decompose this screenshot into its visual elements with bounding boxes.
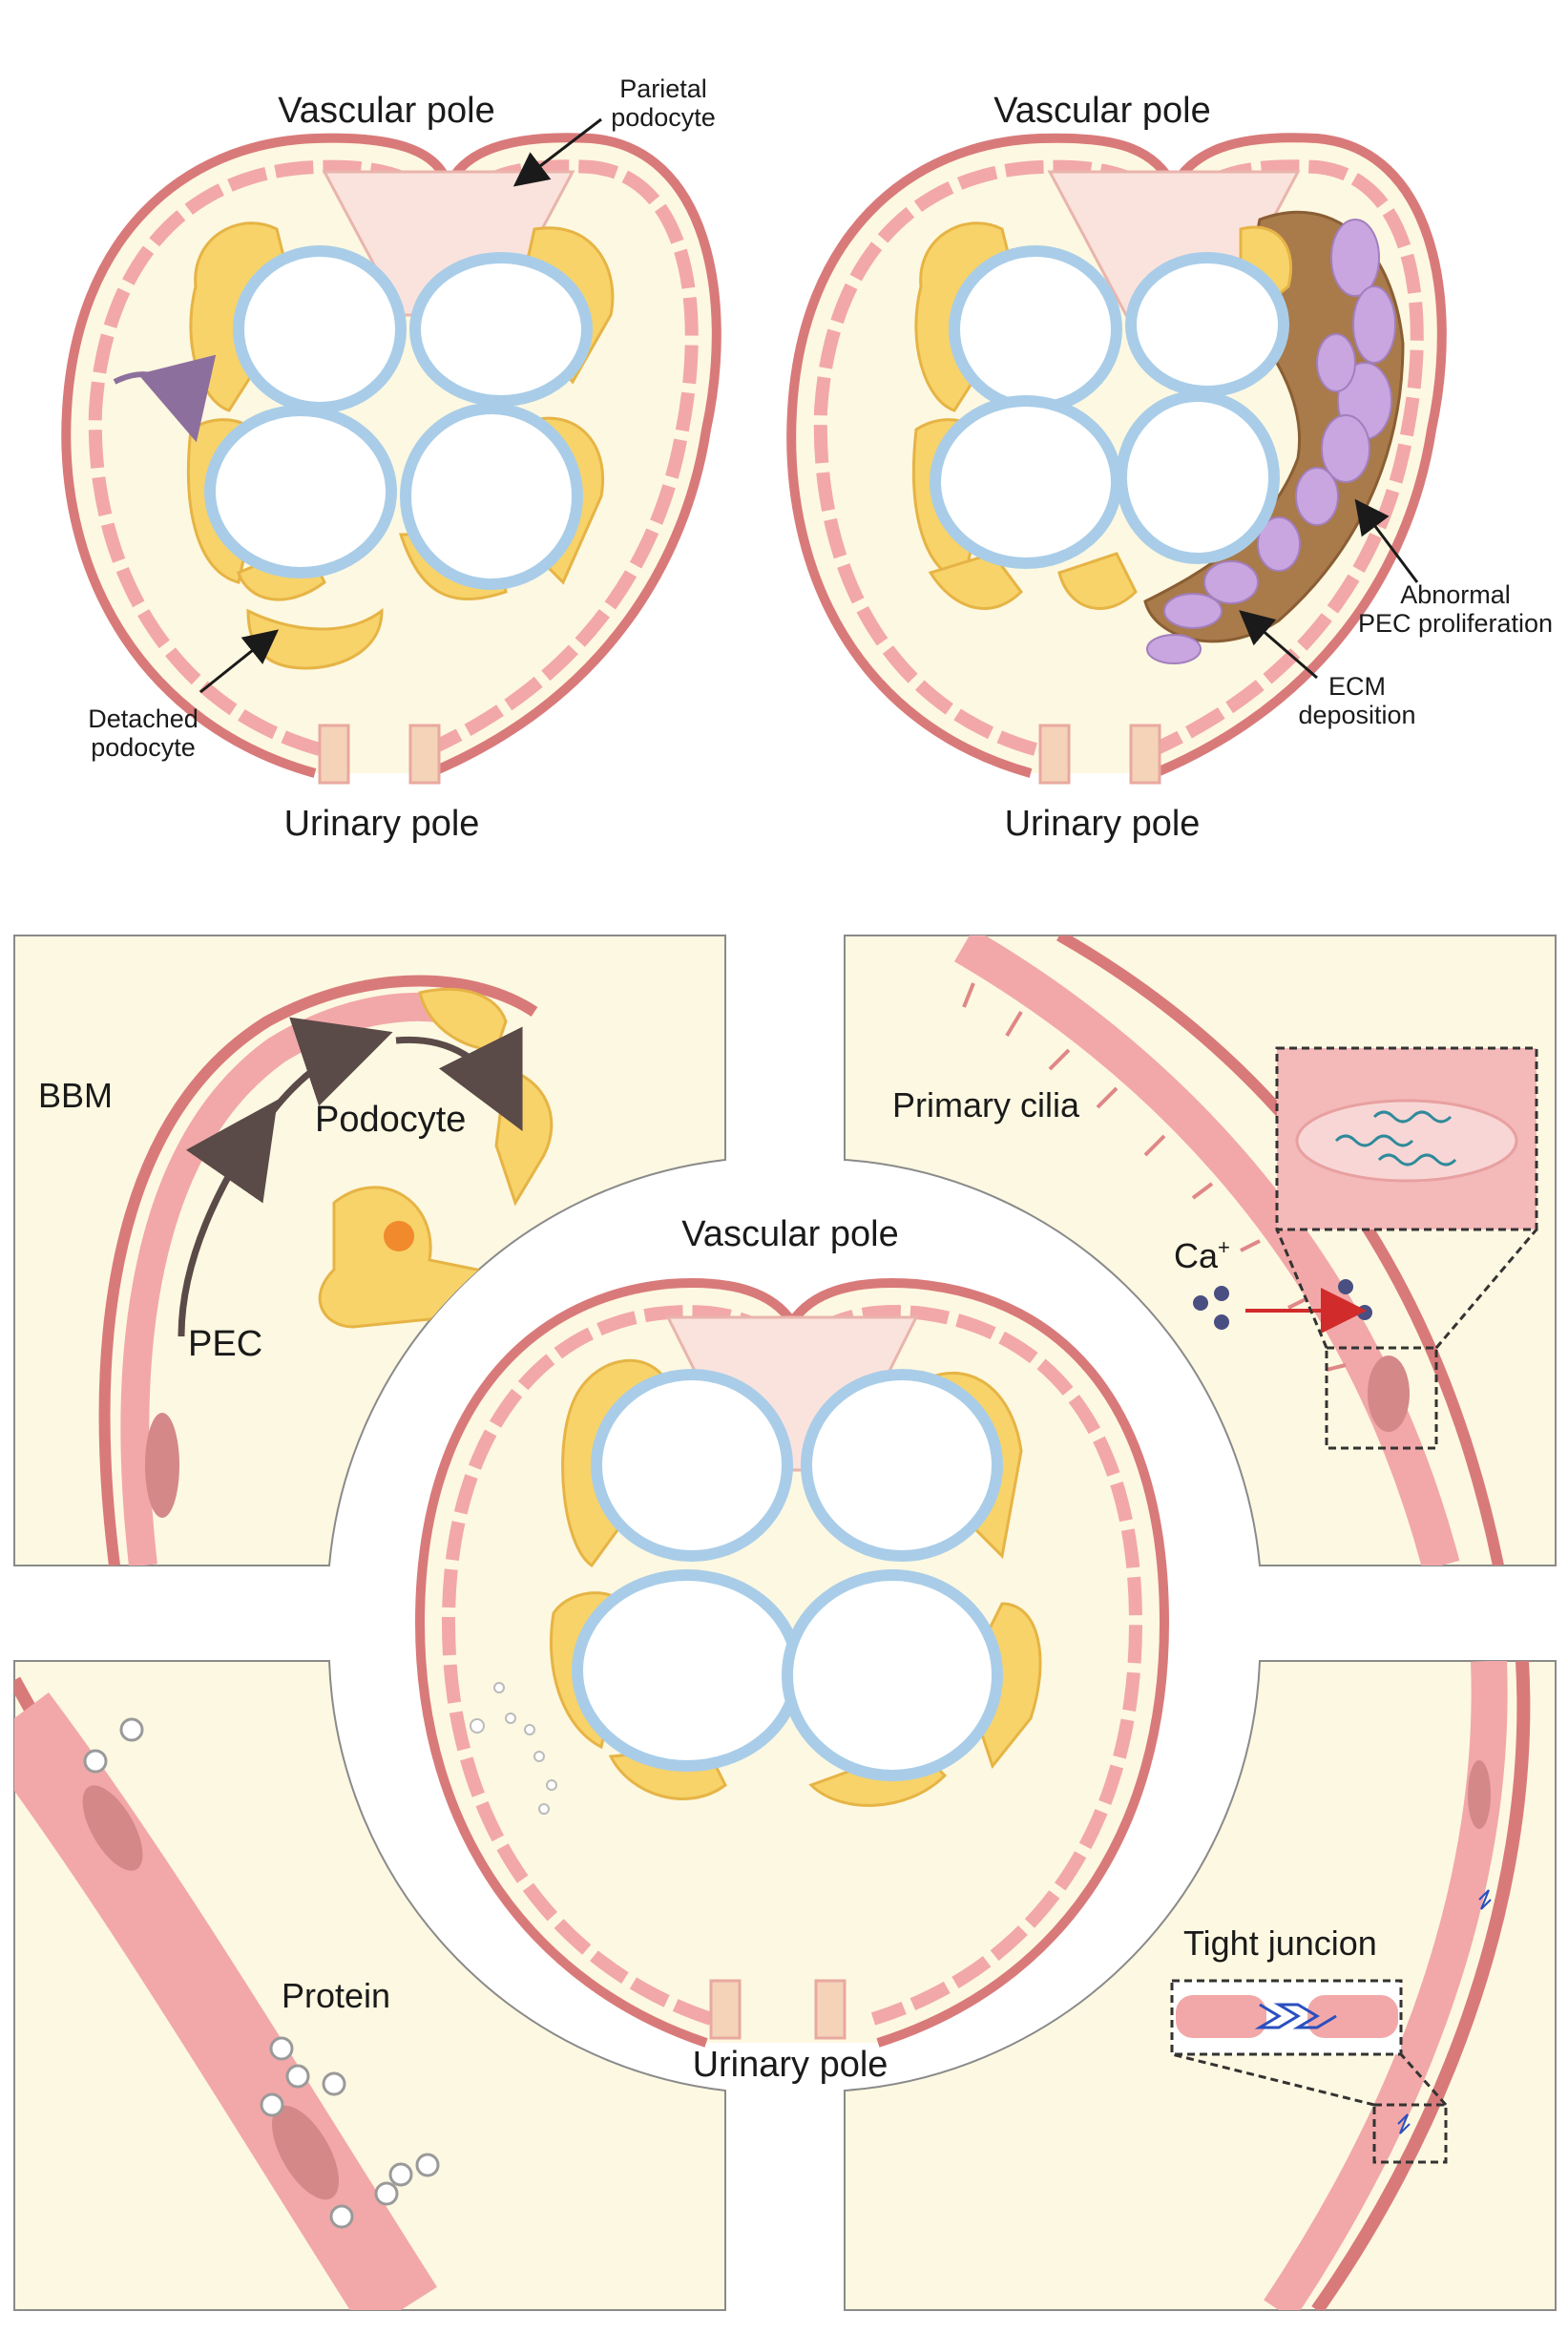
detached-podocyte-label-line2: podocyte [91, 733, 196, 762]
pec-cell-nucleus [145, 1413, 179, 1518]
tight-junction-marks [1397, 1889, 1492, 2134]
center-protein-droplets [470, 1682, 557, 1815]
differentiation-arrow-3 [395, 1026, 523, 1132]
abnormal-pec-label-line2: PEC proliferation [1358, 609, 1553, 638]
glomerulus-normal-detached: Vascular pole Urinary pole Parietal podo… [61, 74, 721, 844]
zoom-leader-br-2 [1399, 2053, 1448, 2106]
bbm-membrane [98, 975, 538, 1566]
pec-nucleus-bl-2 [272, 2105, 339, 2200]
primary-cilia-strokes [962, 982, 1347, 1372]
pec-nucleus-bl-1 [82, 1785, 143, 1871]
podocyte-label: Podocyte [315, 1100, 466, 1140]
center-urinary-outlet [709, 1979, 847, 2040]
parietal-podocyte-label-line1: Parietal [619, 74, 707, 103]
dna-strands [1334, 1110, 1457, 1166]
detachment-arrow [113, 354, 217, 443]
top-left-urinary-pole-label: Urinary pole [284, 804, 480, 844]
protein-label: Protein [282, 1976, 390, 2015]
ecm-label-line2: deposition [1298, 701, 1415, 729]
ecm-pointer [1239, 610, 1318, 680]
zoom-source-box-br [1372, 2103, 1448, 2164]
center-vascular-pole-label: Vascular pole [681, 1214, 898, 1254]
zoom-inset-cell [1275, 1046, 1538, 1231]
detached-podocyte-pointer [199, 629, 280, 694]
top-left-vascular-pole-label: Vascular pole [278, 91, 494, 131]
parietal-podocyte-pointer [512, 117, 602, 187]
pec-layer [120, 992, 504, 1566]
top-right-urinary-pole-label: Urinary pole [1005, 804, 1201, 844]
primary-cilia-label: Primary cilia [892, 1085, 1080, 1124]
urinary-outlet [318, 724, 441, 785]
zoom-leader-1 [1275, 1229, 1328, 1349]
urinary-outlet-right [1038, 724, 1161, 785]
pec-layer-tr [953, 935, 1460, 1566]
ecm-label-line1: ECM [1328, 672, 1386, 701]
tight-junction-inset [1170, 1979, 1403, 2056]
calcium-symbol: Ca [1174, 1236, 1219, 1275]
pec-label: PEC [188, 1324, 262, 1364]
bowman-capsule-inner [88, 159, 699, 756]
capsule-membrane-br [1311, 1661, 1531, 2310]
capillary-loops [204, 245, 593, 590]
calcium-label: Ca+ [1174, 1235, 1230, 1275]
pec-layer-br [1264, 1661, 1508, 2310]
tight-junction-label: Tight juncion [1183, 1923, 1377, 1963]
pec-nucleus-br [1468, 1760, 1491, 1829]
center-glomerulus: Vascular pole Urinary pole [344, 1174, 1241, 2085]
parietal-podocyte-label-line2: podocyte [611, 103, 716, 132]
glomerulus-proliferation: Vascular pole Urinary pole Abnormal PEC … [786, 91, 1553, 844]
differentiation-arrow-2 [269, 1017, 393, 1115]
center-urinary-pole-label: Urinary pole [693, 2045, 889, 2085]
top-right-vascular-pole-label: Vascular pole [993, 91, 1210, 131]
detached-podocyte-label-line1: Detached [88, 704, 199, 733]
panel-primary-cilia: Primary cilia Ca+ [844, 935, 1557, 1566]
zoom-leader-2 [1434, 1229, 1538, 1349]
bbm-label: BBM [38, 1076, 113, 1115]
abnormal-pec-label-line1: Abnormal [1400, 580, 1511, 609]
panel-tight-junction: Tight juncion [844, 1660, 1557, 2311]
panel-protein-uptake: Protein [13, 1660, 726, 2311]
pec-nucleus-tr [1368, 1356, 1410, 1432]
differentiation-arrow-1 [178, 1099, 278, 1337]
ecm-deposition-area [1143, 210, 1405, 643]
capillary-loops-right [930, 245, 1289, 569]
calcium-charge: + [1218, 1235, 1230, 1259]
calcium-ions-outside [1193, 1286, 1229, 1330]
abnormal-pec-proliferation [1146, 219, 1396, 664]
center-capillary-loops [572, 1369, 1003, 1781]
abnormal-pec-pointer [1354, 498, 1419, 583]
protein-droplets [83, 1717, 440, 2229]
zoom-source-box-tr [1325, 1346, 1438, 1450]
bowman-capsule-inner-right [813, 159, 1424, 756]
zoom-leader-br-1 [1171, 2052, 1375, 2107]
panel-pec-to-podocyte: BBM Podocyte PEC [13, 935, 726, 1566]
